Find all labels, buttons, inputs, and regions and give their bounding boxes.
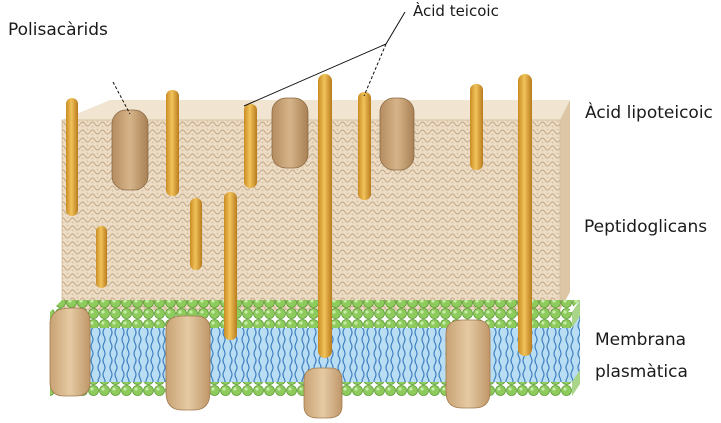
lipoteichoic-acid-label: Àcid lipoteicoic xyxy=(585,101,713,123)
peptidoglycans-label: Peptidoglicans xyxy=(584,217,707,237)
membrane-label-line1: Membrana xyxy=(595,330,686,350)
membrane-label-line2: plasmàtica xyxy=(595,362,688,382)
teichoic-acid-label: Àcid teicoic xyxy=(413,1,499,20)
polysaccharides-label: Polisacàrids xyxy=(8,20,108,40)
